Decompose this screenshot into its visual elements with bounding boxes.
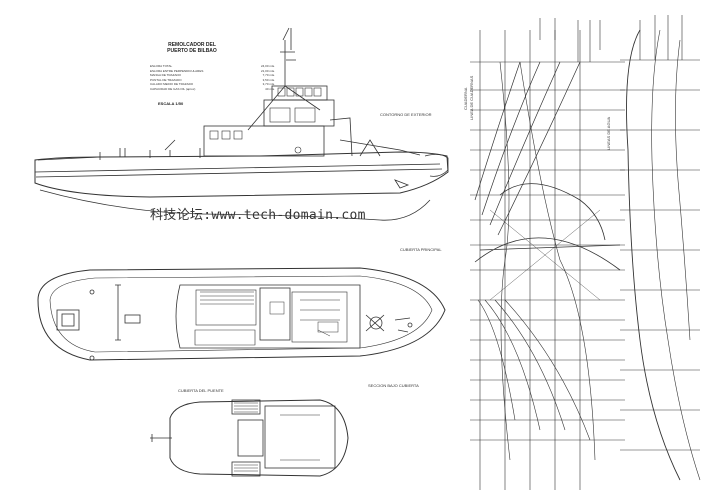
label-cubierta-puente: CUBIERTA DEL PUENTE [178, 388, 224, 393]
spec-row: CALADO MEDIO DE TRAZADO 3,70 mts. [150, 82, 275, 87]
spec-value: 3,70 mts. [262, 82, 275, 87]
body-plan [470, 18, 625, 490]
spec-label: ESLORA TOTAL [150, 64, 173, 68]
specs-table: ESLORA TOTAL 24,00 mts. ESLORA ENTRE PERP… [150, 64, 275, 92]
label-cubierta-principal: CUBIERTA PRINCIPAL [400, 247, 442, 252]
spec-value: 24,00 mts. [260, 64, 275, 68]
spec-label: CALADO MEDIO DE TRAZADO [150, 82, 194, 87]
label-contorno: CONTORNO DE EXTERIOR [380, 112, 432, 117]
spec-label: CAPACIDAD DE GAS OIL (aprox) [150, 86, 196, 91]
drawing-title: REMOLCADOR DEL PUERTO DE BILBAO [157, 42, 227, 54]
watermark-text: 科技论坛:www.tech-domain.com [150, 208, 366, 223]
plan-main-deck [37, 267, 446, 361]
spec-row: ESLORA TOTAL 24,00 mts. [150, 64, 275, 69]
spec-value: 7,70 mts. [262, 73, 275, 78]
spec-value: 21,00 mts. [260, 68, 275, 73]
label-seccion-bajo: SECCION BAJO CUBIERTA [368, 383, 419, 388]
drawing-scale: ESCALA 1/50 [158, 101, 184, 106]
label-cuaderna: CUADERNA [463, 87, 468, 110]
spec-row: CAPACIDAD DE GAS OIL (aprox) 40 mts. [150, 87, 275, 92]
plan-bridge-deck [150, 399, 349, 477]
spec-value: 40 mts. [265, 86, 275, 91]
spec-row: MANGA DE TRAZADO 7,70 mts. [150, 73, 275, 78]
spec-label: ESLORA ENTRE PERPENDICULARES [150, 68, 204, 73]
title-line-2: PUERTO DE BILBAO [167, 48, 217, 54]
label-lineas-agua: LINEAS DE AGUA [606, 116, 611, 150]
title-line-1: REMOLCADOR DEL [168, 42, 216, 48]
label-linea-cuadernas: LINEA DE CUADERNAS [469, 75, 474, 120]
profile-view [34, 27, 449, 221]
spec-label: PUNTAL DE TRAZADO [150, 77, 182, 82]
spec-value: 3,50 mts. [262, 77, 275, 82]
spec-row: PUNTAL DE TRAZADO 3,50 mts. [150, 78, 275, 83]
spec-label: MANGA DE TRAZADO [150, 73, 181, 78]
half-breadth-plan [620, 15, 701, 481]
spec-row: ESLORA ENTRE PERPENDICULARES 21,00 mts. [150, 69, 275, 74]
